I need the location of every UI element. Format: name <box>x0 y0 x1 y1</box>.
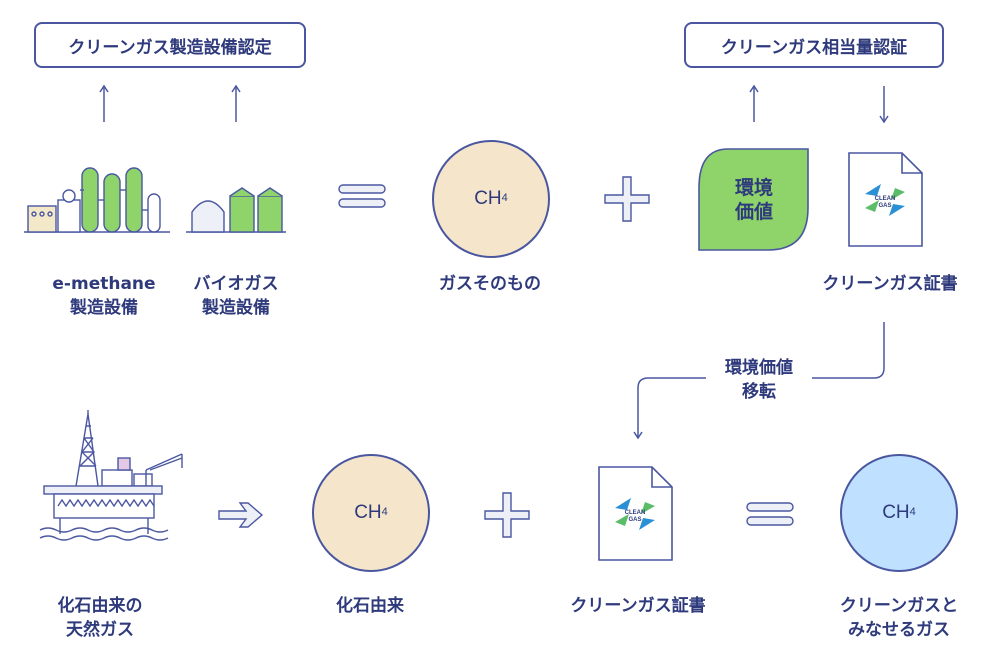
ch4-text: CH <box>354 502 382 523</box>
ch4-sub: 4 <box>909 506 916 518</box>
biogas-label: バイオガス 製造設備 <box>176 272 296 320</box>
offshore-gas-platform-icon <box>39 410 183 541</box>
certificate-bottom-label: クリーンガス証書 <box>570 596 706 616</box>
deemed-line1: クリーンガスと <box>839 596 959 616</box>
clean-gas-facility-certification-box: クリーンガス製造設備認定 <box>34 22 306 68</box>
deemed-line2: みなせるガス <box>848 620 950 640</box>
env-value-line1: 環境 <box>734 177 773 199</box>
gas-itself-label: ガスそのもの <box>439 274 541 294</box>
clean-gas-equivalent-certification-box: クリーンガス相当量認証 <box>684 22 944 68</box>
arrow-right-icon <box>218 502 264 528</box>
deemed-clean-gas-label: クリーンガスと みなせるガス <box>816 594 982 642</box>
environmental-value-leaf-icon <box>698 148 809 251</box>
fossil-gas-line1: 化石由来の <box>57 596 143 616</box>
cert-logo-gas: GAS <box>878 203 891 209</box>
value-transfer-line1: 環境価値 <box>725 358 793 378</box>
biogas-label-line1: バイオガス <box>193 274 279 294</box>
fossil-gas-line2: 天然ガス <box>66 620 134 640</box>
ch4-sub: 4 <box>381 506 388 518</box>
value-transfer-label: 環境価値 移転 <box>700 356 818 404</box>
plus-icon-bottom <box>484 492 530 538</box>
e-methane-plant-icon <box>24 167 170 233</box>
equals-icon-bottom <box>746 502 794 526</box>
clean-gas-certificate-icon-bottom: CLEAN GAS <box>598 466 673 561</box>
fossil-origin-label: 化石由来 <box>336 596 404 616</box>
env-value-line2: 価値 <box>734 201 773 223</box>
fossil-natural-gas-label: 化石由来の 天然ガス <box>30 594 170 642</box>
e-methane-label-line2: 製造設備 <box>70 298 138 318</box>
value-transfer-line2: 移転 <box>742 382 776 402</box>
ch4-sub: 4 <box>501 192 508 204</box>
plus-icon-top <box>604 176 650 222</box>
environmental-value-text: 環境 価値 <box>704 176 804 224</box>
biogas-label-line2: 製造設備 <box>202 298 270 318</box>
ch4-text: CH <box>882 502 910 523</box>
biogas-plant-icon <box>186 187 286 233</box>
cert-logo-gas: GAS <box>628 517 641 523</box>
certificate-top-label: クリーンガス証書 <box>822 274 958 294</box>
ch4-text: CH <box>474 188 502 209</box>
e-methane-label: e-methane 製造設備 <box>34 272 174 320</box>
clean-gas-certificate-icon-top: CLEAN GAS <box>848 152 923 247</box>
cert-logo-clean: CLEAN <box>875 196 896 202</box>
e-methane-label-line1: e-methane <box>52 274 156 294</box>
equals-icon-top <box>338 184 386 208</box>
cert-logo-clean: CLEAN <box>625 510 646 516</box>
